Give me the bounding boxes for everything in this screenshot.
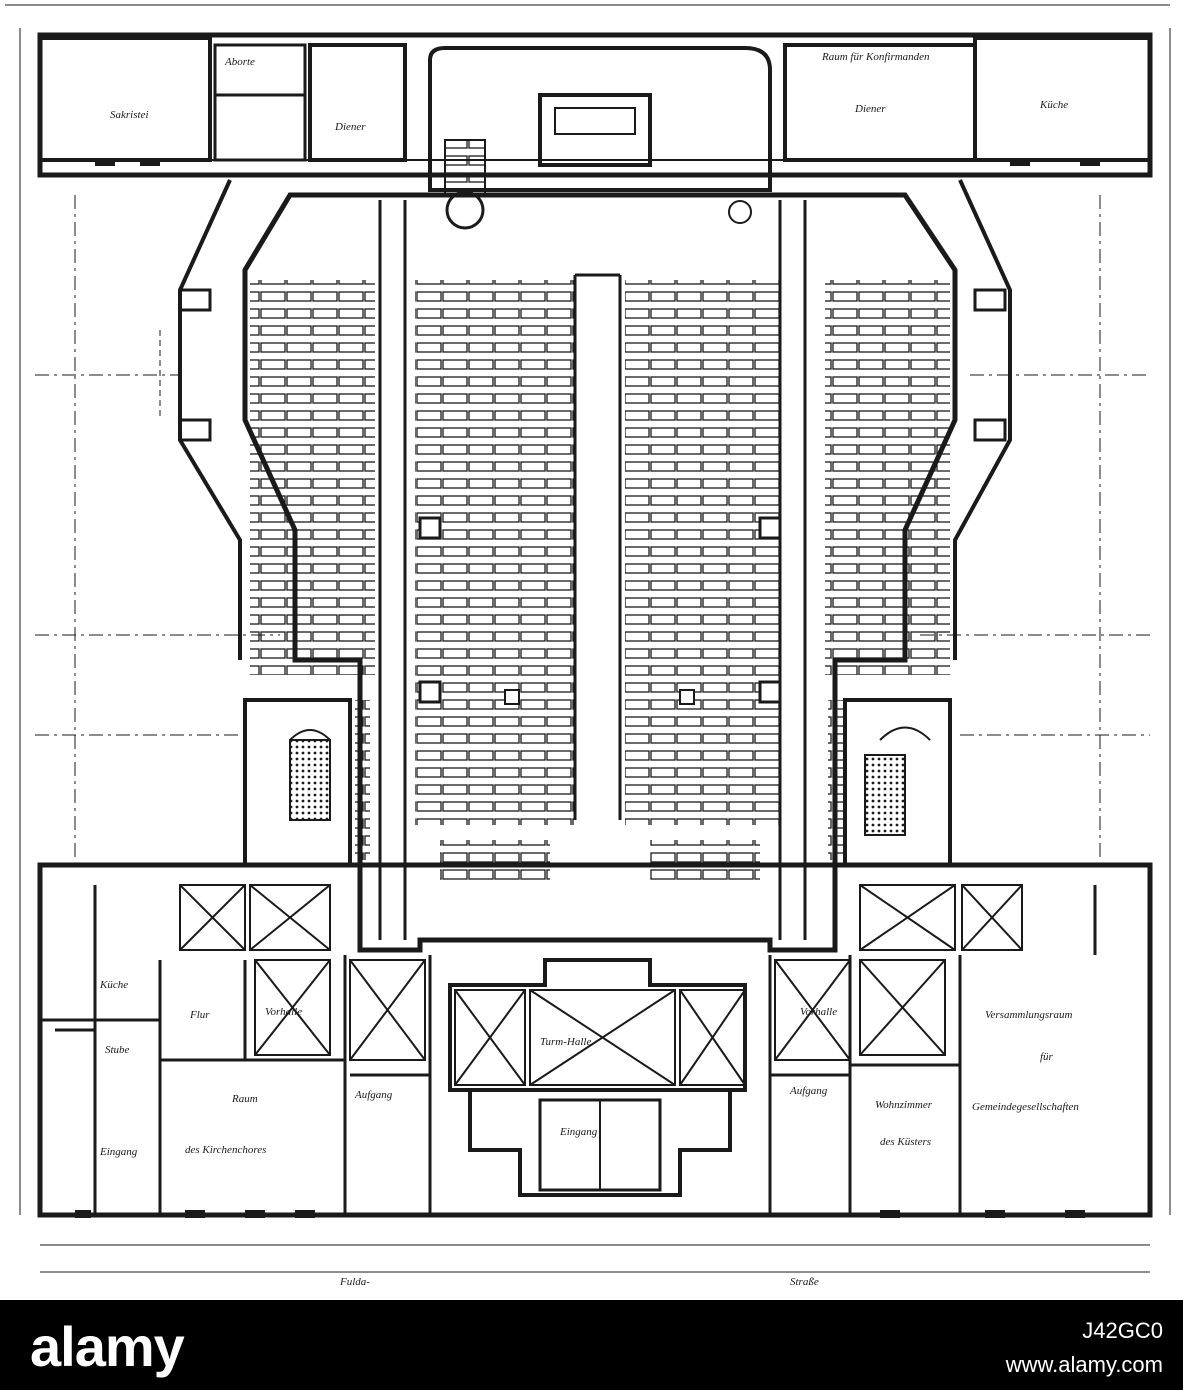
room-aborte: Aborte xyxy=(224,56,255,68)
room-konfirmanden: Raum für Konfirmanden xyxy=(821,51,930,63)
room-eingang-center: Eingang xyxy=(559,1126,598,1138)
street-label-left: Fulda- xyxy=(339,1276,370,1288)
church-floor-plan: Sakristei Küche Aborte Diener Raum für K… xyxy=(5,4,1171,1288)
room-versammlungsraum-line3: Gemeindegesellschaften xyxy=(972,1101,1079,1113)
watermark-image-id: J42GC0 xyxy=(1082,1318,1163,1343)
room-sakristei: Sakristei xyxy=(110,109,149,121)
room-aufgang-left: Aufgang xyxy=(354,1089,393,1101)
watermark-logo: alamy xyxy=(30,1315,185,1378)
room-versammlungsraum-line2: für xyxy=(1040,1051,1054,1063)
main-portal xyxy=(448,958,747,1197)
room-vorhalle-left: Vorhalle xyxy=(265,1006,302,1018)
pew-blocks xyxy=(250,280,950,885)
room-aufgang-right: Aufgang xyxy=(789,1085,828,1097)
vaulted-bays xyxy=(179,884,1023,1086)
windows xyxy=(75,158,1100,1218)
room-flur: Flur xyxy=(189,1009,210,1021)
room-vorhalle-right: Vorhalle xyxy=(800,1006,837,1018)
room-diener-right: Diener xyxy=(854,103,886,115)
room-turm-halle: Turm-Halle xyxy=(540,1036,591,1048)
watermark-url: www.alamy.com xyxy=(1005,1352,1163,1377)
watermark-bar: alamy J42GC0 www.alamy.com xyxy=(0,1300,1183,1390)
room-kueche-lower: Küche xyxy=(99,979,128,991)
room-eingang-left: Eingang xyxy=(99,1146,138,1158)
room-diener-left: Diener xyxy=(334,121,366,133)
room-kirchenchor-line1: Raum xyxy=(231,1093,258,1105)
room-kueche-top-right: Küche xyxy=(1039,99,1068,111)
room-wohnzimmer-line1: Wohnzimmer xyxy=(875,1099,933,1111)
street-label-right: Straße xyxy=(790,1276,819,1288)
room-versammlungsraum-line1: Versammlungsraum xyxy=(985,1009,1072,1021)
stairs xyxy=(289,726,931,836)
altar xyxy=(444,93,752,230)
room-stube: Stube xyxy=(105,1044,130,1056)
room-kirchenchor-line2: des Kirchenchores xyxy=(185,1144,266,1156)
room-wohnzimmer-line2: des Küsters xyxy=(880,1136,931,1148)
